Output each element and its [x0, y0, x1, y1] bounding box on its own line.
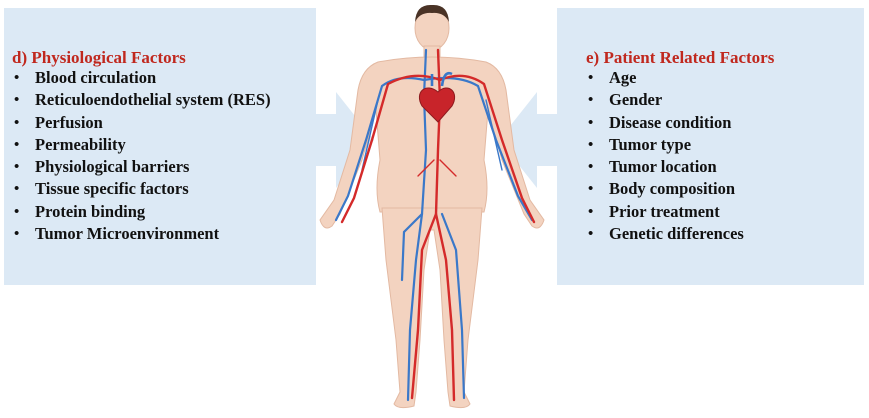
patient-factors-list: •Age •Gender •Disease condition •Tumor t… [586, 67, 744, 245]
list-item: •Physiological barriers [12, 156, 271, 178]
list-item-label: Genetic differences [609, 224, 744, 243]
list-item-label: Body composition [609, 179, 735, 198]
list-item: •Genetic differences [586, 223, 744, 245]
list-item: •Reticuloendothelial system (RES) [12, 89, 271, 111]
list-item-label: Tissue specific factors [35, 179, 189, 198]
list-item-label: Protein binding [35, 202, 145, 221]
human-circulatory-system-icon [318, 0, 554, 418]
list-item-label: Permeability [35, 135, 126, 154]
list-item-label: Physiological barriers [35, 157, 189, 176]
list-item: •Permeability [12, 134, 271, 156]
list-item-label: Perfusion [35, 113, 103, 132]
list-item-label: Disease condition [609, 113, 731, 132]
list-item: •Body composition [586, 178, 744, 200]
list-item: •Gender [586, 89, 744, 111]
list-item-label: Prior treatment [609, 202, 720, 221]
list-item-label: Tumor type [609, 135, 691, 154]
physiological-factors-title: d) Physiological Factors [12, 48, 186, 68]
list-item-label: Tumor location [609, 157, 717, 176]
patient-factors-title: e) Patient Related Factors [586, 48, 774, 68]
list-item: •Tumor type [586, 134, 744, 156]
list-item: •Blood circulation [12, 67, 271, 89]
list-item: •Prior treatment [586, 201, 744, 223]
list-item-label: Age [609, 68, 637, 87]
list-item-label: Blood circulation [35, 68, 156, 87]
list-item-label: Reticuloendothelial system (RES) [35, 90, 271, 109]
list-item-label: Tumor Microenvironment [35, 224, 219, 243]
list-item: •Age [586, 67, 744, 89]
list-item: •Tumor Microenvironment [12, 223, 271, 245]
list-item: •Tumor location [586, 156, 744, 178]
list-item: •Perfusion [12, 112, 271, 134]
list-item: •Tissue specific factors [12, 178, 271, 200]
list-item-label: Gender [609, 90, 662, 109]
physiological-factors-list: •Blood circulation •Reticuloendothelial … [12, 67, 271, 245]
list-item: •Disease condition [586, 112, 744, 134]
list-item: •Protein binding [12, 201, 271, 223]
